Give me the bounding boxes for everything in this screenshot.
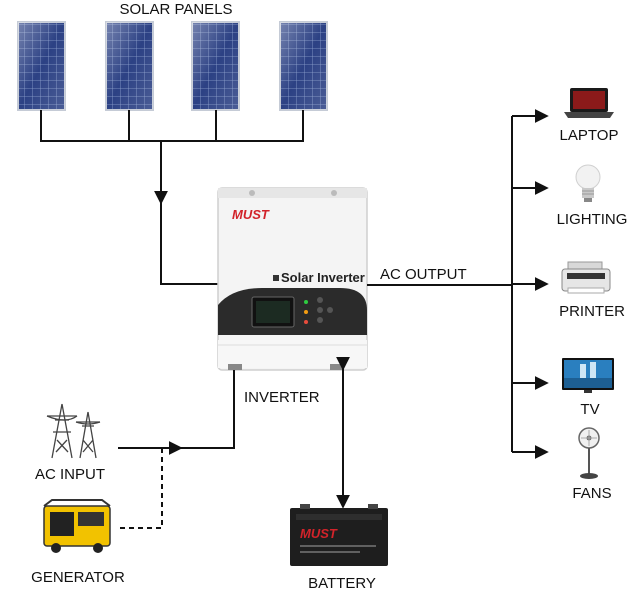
printer-icon	[561, 261, 611, 294]
printer-label: PRINTER	[559, 303, 625, 320]
light-bulb-icon	[575, 164, 601, 202]
generator-icon	[43, 499, 111, 553]
solar-panel-icon	[191, 21, 240, 111]
laptop-icon	[564, 88, 614, 118]
generator-label: GENERATOR	[31, 569, 125, 586]
inverter-brand-logo: MUST	[232, 207, 270, 222]
solar-panels-label: SOLAR PANELS	[119, 1, 232, 18]
solar-panel-icon	[17, 21, 66, 111]
battery-brand-logo: MUST	[300, 526, 338, 541]
ac-output-label: AC OUTPUT	[380, 266, 467, 283]
generator-wiring	[118, 448, 163, 529]
ac-output-wiring	[367, 109, 549, 459]
laptop-label: LAPTOP	[560, 127, 619, 144]
inverter-icon: MUST Solar Inverter	[217, 187, 368, 371]
lighting-label: LIGHTING	[557, 211, 628, 228]
ac-input-label: AC INPUT	[35, 466, 105, 483]
solar-panel-icon	[105, 21, 154, 111]
tv-icon	[562, 358, 614, 393]
panel-wiring	[40, 110, 304, 285]
battery-label: BATTERY	[308, 575, 376, 592]
solar-panel-array	[17, 21, 328, 111]
inverter-product-name: Solar Inverter	[281, 270, 365, 285]
tv-label: TV	[580, 401, 599, 418]
inverter-label: INVERTER	[244, 389, 320, 406]
battery-icon: MUST	[290, 504, 388, 566]
ac-input-wiring	[118, 370, 235, 455]
solar-panel-icon	[279, 21, 328, 111]
power-tower-icon	[46, 403, 101, 459]
fan-icon	[578, 427, 600, 479]
fans-label: FANS	[572, 485, 611, 502]
